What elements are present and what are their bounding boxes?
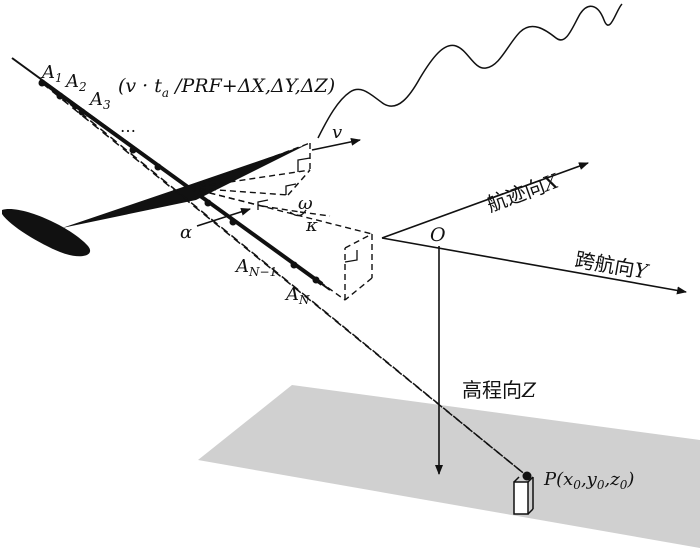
right-angle-markers — [257, 157, 358, 263]
label-axis-x: 航迹向X — [484, 168, 563, 216]
position-A3 — [78, 108, 86, 116]
aircraft-wing-left — [2, 208, 91, 257]
label-origin: O — [430, 224, 446, 246]
flight-trajectory — [317, 3, 623, 139]
position-A4 — [129, 146, 137, 154]
label-AN: AN — [284, 284, 310, 307]
label-kappa: κ — [305, 215, 318, 236]
slant-range-line-2 — [59, 95, 528, 477]
axis-x-arrow — [381, 162, 589, 239]
label-A2: A2 — [64, 71, 87, 94]
label-dots: … — [120, 117, 136, 136]
label-position-formula: (v · ta /PRF+ΔX,ΔY,ΔZ) — [118, 75, 335, 100]
label-velocity: v — [332, 122, 342, 143]
target-box — [513, 481, 529, 515]
position-A5 — [154, 163, 162, 171]
alpha-arrow — [196, 207, 251, 227]
label-alpha: α — [180, 222, 192, 243]
axis-y-arrow — [381, 237, 687, 295]
label-target: P(x0,y0,z0) — [543, 469, 634, 492]
position-A6 — [204, 199, 212, 207]
kappa-arc — [289, 209, 307, 217]
position-AN-1 — [290, 261, 298, 269]
label-axis-z: 高程向Z — [462, 378, 537, 402]
velocity-arrow — [311, 137, 361, 151]
ground-plane — [198, 385, 700, 548]
label-A3: A3 — [88, 89, 111, 112]
label-AN-1: AN−1 — [234, 256, 277, 279]
label-omega: ω — [298, 193, 313, 214]
label-A1: A1 — [40, 62, 63, 85]
target-point-P — [522, 471, 532, 481]
attitude-construction — [189, 142, 373, 301]
